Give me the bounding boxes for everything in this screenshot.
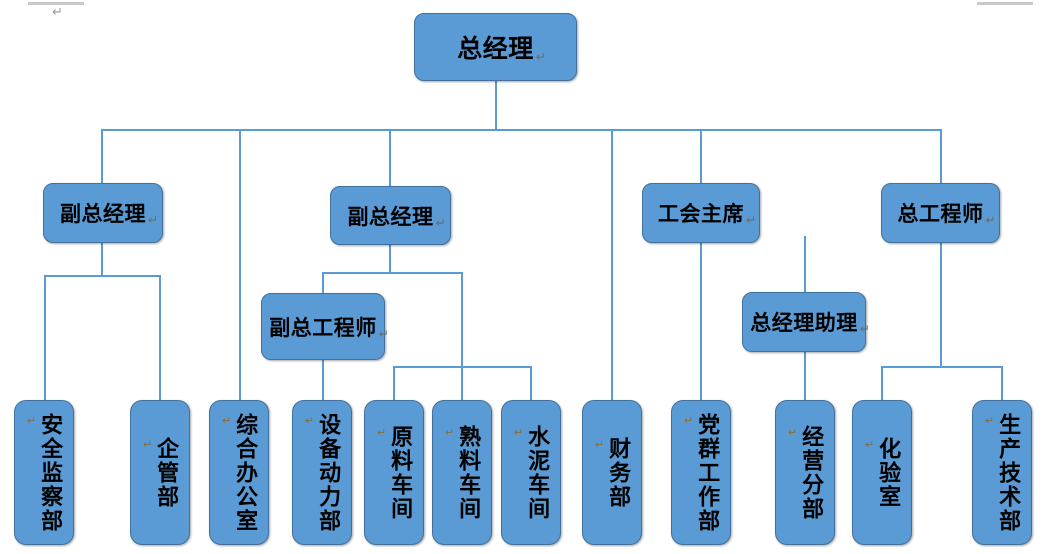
node-finance-dept[interactable]: 财务部 — [582, 400, 642, 545]
connector-deputy-gm-2-bus — [322, 272, 462, 274]
connector-deputy-gm-2-right-drop — [461, 272, 463, 367]
node-label: 生产技术部 — [985, 413, 1020, 533]
node-label: 总工程师 — [898, 198, 997, 228]
node-label: 原料车间 — [377, 425, 412, 521]
node-business-branch[interactable]: 经营分部 — [775, 400, 835, 545]
node-label: 总经理 — [457, 29, 546, 65]
node-label: 安全监察部 — [27, 413, 62, 533]
connector-to-clinker-workshop — [461, 366, 463, 401]
node-label: 水泥车间 — [514, 425, 549, 521]
connector-deputy-gm-2-stem — [389, 245, 391, 273]
connector-bus-to-deputy-gm-2 — [389, 129, 391, 186]
node-general-office[interactable]: 综合办公室 — [209, 400, 269, 545]
node-chief-engineer[interactable]: 总工程师 — [881, 183, 1000, 243]
node-label: 总经理助理 — [750, 307, 870, 337]
connector-chief-engineer-stem — [940, 243, 942, 367]
connector-to-laboratory — [881, 366, 883, 401]
node-label: 财务部 — [595, 437, 630, 509]
connector-to-party-mass-work-dept — [700, 243, 702, 401]
node-label: 副总工程师 — [269, 312, 389, 342]
node-laboratory[interactable]: 化验室 — [852, 400, 912, 545]
connector-bus-to-finance-dept — [611, 129, 613, 401]
node-clinker-workshop[interactable]: 熟料车间 — [432, 400, 492, 545]
stray-paragraph-mark: ↵ — [52, 5, 63, 20]
node-label: 企管部 — [143, 437, 178, 509]
node-party-mass-work-dept[interactable]: 党群工作部 — [671, 400, 731, 545]
connector-bus-to-general-office — [239, 129, 241, 401]
node-label: 熟料车间 — [445, 425, 480, 521]
page-margin-mark-top-left — [28, 2, 84, 5]
connector-to-safety-supervision-dept — [44, 275, 46, 401]
connector-to-equipment-power-dept — [322, 360, 324, 401]
connector-to-business-branch — [804, 352, 806, 401]
connector-to-raw-material-workshop — [393, 366, 395, 401]
node-label: 化验室 — [865, 437, 900, 509]
node-label: 设备动力部 — [305, 413, 340, 533]
connector-deputy-gm-1-stem — [101, 243, 103, 276]
connector-to-production-tech-dept — [1001, 366, 1003, 401]
connector-to-enterprise-mgmt-dept — [159, 275, 161, 401]
connector-chief-engineer-bus — [881, 366, 1003, 368]
node-general-manager[interactable]: 总经理 — [414, 13, 577, 81]
connector-to-deputy-chief-engineer — [322, 272, 324, 293]
node-equipment-power-dept[interactable]: 设备动力部 — [292, 400, 352, 545]
node-label: 副总经理 — [60, 198, 159, 228]
node-deputy-chief-engineer[interactable]: 副总工程师 — [261, 293, 389, 360]
node-deputy-general-manager-1[interactable]: 副总经理 — [43, 183, 163, 243]
node-label: 副总经理 — [348, 201, 447, 231]
page-margin-mark-top-right — [977, 2, 1033, 5]
node-gm-assistant[interactable]: 总经理助理 — [742, 292, 870, 352]
node-production-tech-dept[interactable]: 生产技术部 — [972, 400, 1032, 545]
connector-main-bus — [101, 129, 941, 131]
connector-bus-to-deputy-gm-1 — [101, 129, 103, 183]
connector-bus-to-union-chairman — [700, 129, 702, 183]
connector-bus-to-chief-engineer — [940, 129, 942, 183]
connector-to-gm-assistant — [804, 236, 806, 292]
node-raw-material-workshop[interactable]: 原料车间 — [364, 400, 424, 545]
node-deputy-general-manager-2[interactable]: 副总经理 — [330, 186, 451, 245]
node-cement-workshop[interactable]: 水泥车间 — [501, 400, 561, 545]
connector-deputy-gm-1-bus — [44, 275, 161, 277]
node-union-chairman[interactable]: 工会主席 — [642, 183, 760, 243]
node-label: 工会主席 — [658, 198, 757, 228]
node-enterprise-mgmt-dept[interactable]: 企管部 — [130, 400, 190, 545]
connector-to-cement-workshop — [530, 366, 532, 401]
connector-root-stem — [495, 81, 497, 130]
node-label: 经营分部 — [788, 425, 823, 521]
node-label: 党群工作部 — [684, 413, 719, 533]
node-label: 综合办公室 — [222, 413, 257, 533]
node-safety-supervision-dept[interactable]: 安全监察部 — [14, 400, 74, 545]
